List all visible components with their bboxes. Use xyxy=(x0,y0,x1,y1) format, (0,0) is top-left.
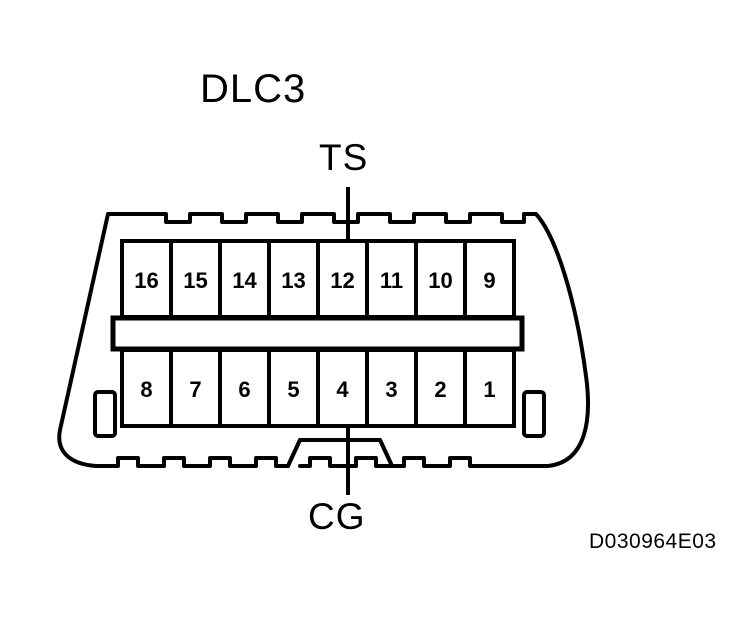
terminal-cell xyxy=(267,239,320,319)
figure-code: D030964E03 xyxy=(589,530,717,553)
page-title: DLC3 xyxy=(200,67,307,111)
terminal-cell xyxy=(463,239,516,319)
callout-label-cg: CG xyxy=(308,496,366,537)
pin-label: 15 xyxy=(183,268,208,293)
callout-label-ts: TS xyxy=(319,137,369,178)
pin-label: 16 xyxy=(134,268,159,293)
pin-label: 9 xyxy=(483,268,496,293)
pin-label: 11 xyxy=(379,268,404,293)
pin-label: 13 xyxy=(281,268,306,293)
center-divider-bar xyxy=(110,315,525,352)
pin-label: 6 xyxy=(238,377,251,402)
pin-label: 12 xyxy=(330,268,355,293)
pin-label: 2 xyxy=(434,377,447,402)
pin-label: 4 xyxy=(336,377,349,402)
pin-label: 5 xyxy=(287,377,300,402)
pin-label: 10 xyxy=(428,268,453,293)
terminal-cell xyxy=(414,348,467,428)
right-retention-tab xyxy=(522,390,546,438)
pin-label: 14 xyxy=(232,268,257,293)
pin-label: 8 xyxy=(140,377,153,402)
terminal-cell xyxy=(120,348,173,428)
terminal-cell xyxy=(120,239,173,319)
terminal-cell xyxy=(316,239,369,319)
pin-label: 1 xyxy=(483,377,496,402)
key-bump-inner-notches xyxy=(298,456,394,468)
pin-label: 3 xyxy=(385,377,398,402)
left-retention-tab xyxy=(93,390,117,438)
pin-label: 7 xyxy=(189,377,202,402)
terminal-cell xyxy=(365,239,418,319)
terminal-cell xyxy=(169,348,222,428)
